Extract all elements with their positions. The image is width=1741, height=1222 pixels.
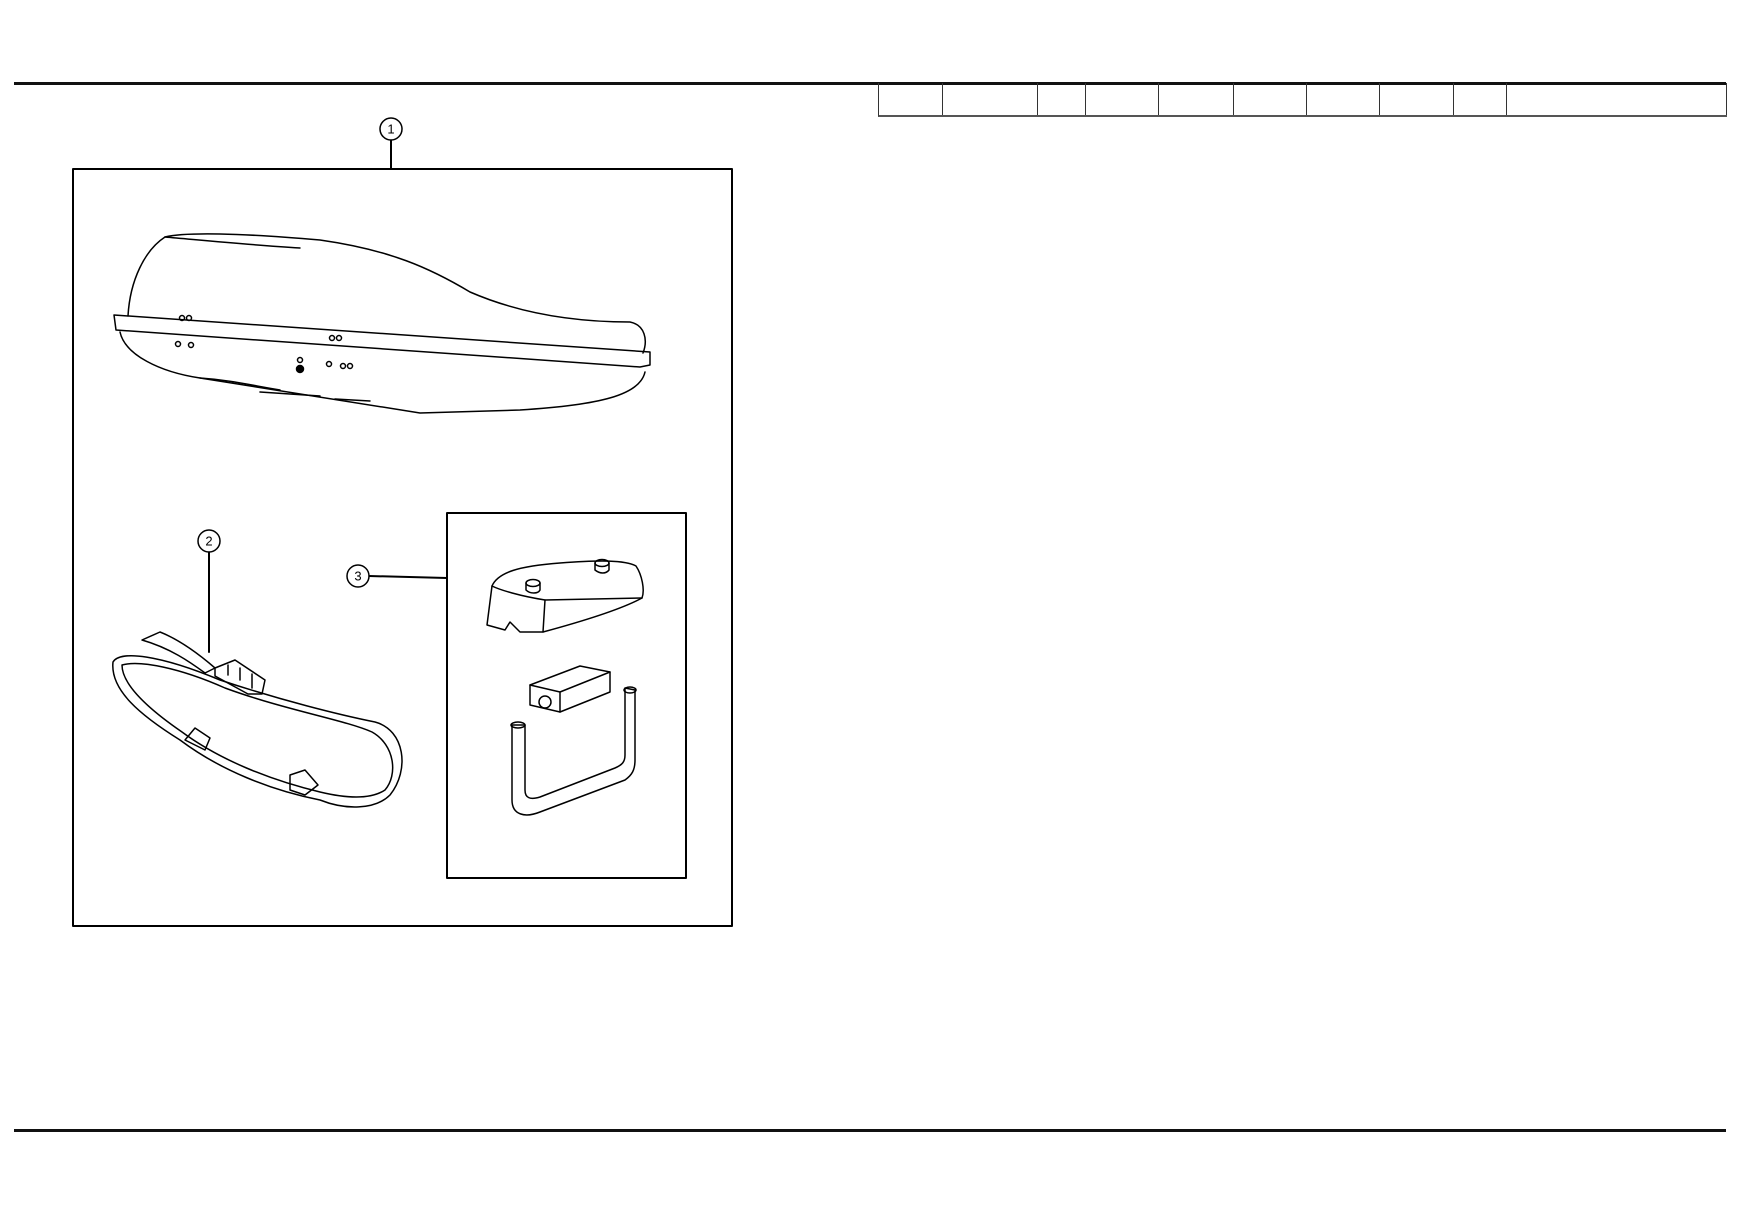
header-cell	[1086, 83, 1159, 115]
header-cell	[1307, 83, 1380, 115]
header-table	[878, 83, 1727, 117]
header-cell	[1159, 83, 1234, 115]
header-cell	[1454, 83, 1507, 115]
kit-frame	[446, 512, 687, 879]
header-cell	[879, 83, 943, 115]
bracket-kit-illustration	[486, 558, 644, 816]
main-frame	[72, 168, 733, 927]
callout-3-label: 3	[354, 569, 361, 584]
header-cell	[1380, 83, 1454, 115]
callout-2-label: 2	[205, 534, 212, 549]
cargo-box-illustration	[113, 233, 651, 414]
top-rule	[14, 82, 1726, 85]
header-cell	[1507, 83, 1727, 115]
callout-3[interactable]: 3	[346, 564, 448, 588]
callout-1[interactable]: 1	[379, 117, 403, 170]
header-cell	[1234, 83, 1307, 115]
callout-1-label: 1	[387, 122, 394, 137]
header-cell	[943, 83, 1038, 115]
callout-2[interactable]: 2	[197, 529, 221, 653]
bottom-rule	[14, 1129, 1726, 1132]
header-cell	[1038, 83, 1086, 115]
strap-illustration	[112, 631, 403, 808]
